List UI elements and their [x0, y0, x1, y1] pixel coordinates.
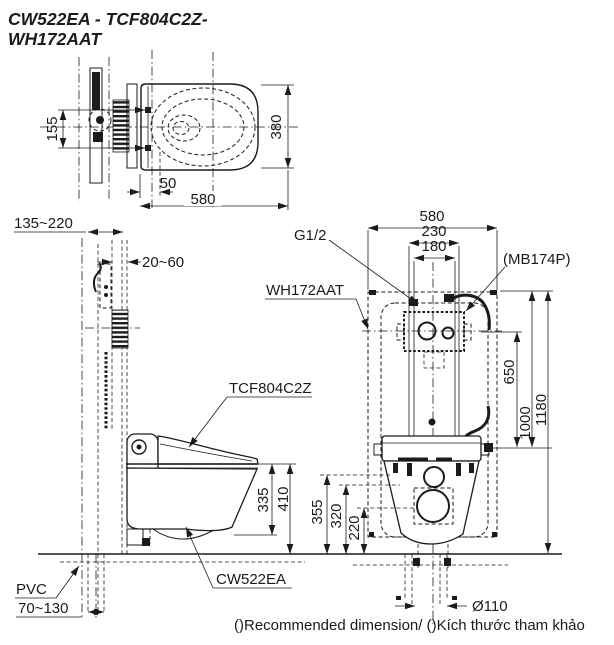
drain-circle	[416, 489, 450, 523]
label-washlet: TCF804C2Z	[229, 380, 312, 397]
seat-plate-front	[381, 435, 482, 462]
concealed-tank	[403, 311, 465, 352]
dim-height-b: 320	[328, 503, 345, 528]
dim-wall-thickness: 20~60	[142, 254, 184, 271]
plan-view: 155 380 50 580	[40, 50, 298, 210]
bellows-connector	[112, 99, 130, 153]
valve-circle	[423, 466, 445, 488]
dim-front-width: 580	[419, 208, 444, 225]
bellows-connector-side	[111, 309, 129, 349]
bowl-outline-side	[126, 467, 258, 532]
side-view: 135~220 20~60	[14, 215, 312, 620]
dim-plan-bowl-width: 380	[268, 114, 285, 139]
label-hose: (MB174P)	[503, 251, 571, 268]
dim-frame-height: 1180	[533, 394, 550, 426]
drawing-title-line2: WH172AAT	[8, 29, 102, 49]
label-inlet: G1/2	[294, 227, 327, 244]
dim-wall-cavity: 135~220	[14, 215, 73, 232]
dim-height-c: 220	[346, 515, 363, 540]
dim-rim-height: 410	[275, 486, 292, 511]
dim-valve-height: 1000	[517, 406, 534, 439]
dim-height-a: 355	[309, 499, 326, 524]
dim-plan-seat-pitch: 155	[44, 116, 61, 141]
bowl-outline-front	[383, 460, 480, 545]
dim-inlet-height: 650	[501, 359, 518, 384]
dim-drain-diameter: Ø110	[472, 598, 508, 615]
bowl-outline-top	[140, 83, 259, 171]
supply-pipe-hook	[92, 262, 102, 293]
dim-pipe-offset: 70~130	[18, 600, 68, 617]
label-pipe-material: PVC	[16, 581, 47, 598]
supply-hose-top	[451, 293, 491, 331]
washlet-lid	[157, 435, 259, 465]
label-bowl: CW522EA	[216, 571, 286, 588]
front-view: 580 230 180 G1/2 (MB174P) WH172AAT	[265, 208, 571, 624]
footer-note: ()Recommended dimension/ ()Kích thước th…	[234, 617, 585, 634]
dim-plan-offset: 50	[160, 175, 177, 192]
flush-button-small	[441, 326, 455, 340]
drawing-title: CW522EA - TCF804C2Z- WH172AAT	[8, 9, 208, 49]
dim-bolt-pitch: 230	[421, 223, 446, 240]
dim-plan-depth: 580	[190, 191, 215, 208]
dim-rim-to-underside: 335	[255, 487, 272, 512]
label-frame: WH172AAT	[266, 282, 344, 299]
dim-hanger-pitch: 180	[421, 238, 446, 255]
drawing-title-line1: CW522EA - TCF804C2Z-	[8, 9, 208, 29]
